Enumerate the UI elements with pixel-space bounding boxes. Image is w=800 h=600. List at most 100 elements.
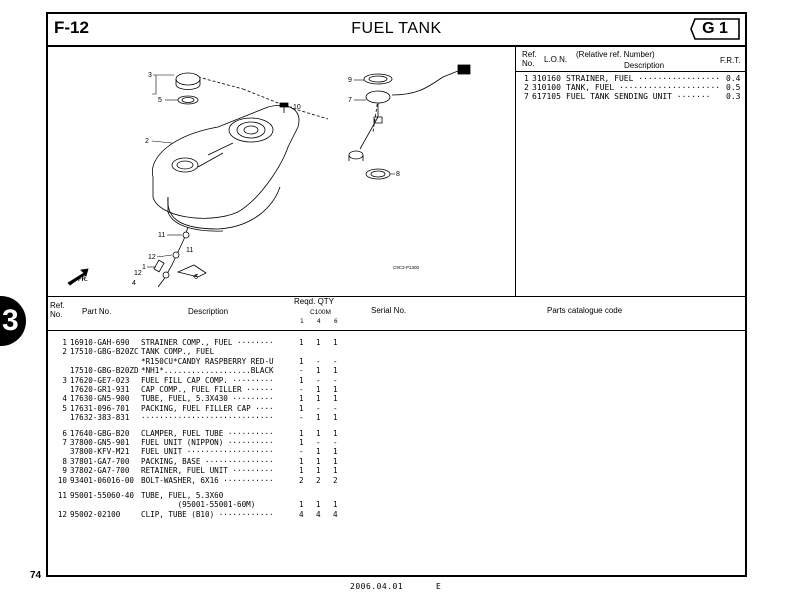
parts-row-ref: 12 [57,509,67,519]
parts-row-part-no: 37801-GA7-700 [70,456,130,466]
parts-row-qty-4: - [316,375,321,385]
parts-row-qty-1: 1 [299,403,304,413]
parts-row-part-no: 37800-KFV-M21 [70,447,130,457]
parts-row-part-no: 93401-06016-00 [70,475,135,485]
lon-col-header: L.O.N. [544,55,568,64]
parts-row-qty-1: 4 [299,509,304,519]
parts-row-qty-4: 1 [316,338,321,347]
parts-row-ref: 10 [57,475,67,485]
parts-row-qty-1: 1 [299,456,304,466]
parts-row-qty-4: 1 [316,447,321,457]
ref-panel-desc: FUEL TANK SENDING UNIT ······· [566,92,711,101]
badge-outline-icon [690,18,740,40]
parts-row-qty-1: 1 [299,438,304,447]
parts-row-desc: FUEL UNIT (NIPPON) ·········· [141,438,274,447]
parts-row-part-no: 95002-02100 [70,509,121,519]
parts-row-ref: 5 [62,403,67,413]
parts-row-qty-1: 1 [299,394,304,404]
exploded-diagram: 3 5 2 10 9 7 8 11 11 12 1 [48,47,516,296]
callout-2: 2 [145,138,149,145]
page-title: FUEL TANK [351,20,442,37]
callout-11: 11 [186,247,193,254]
parts-row-qty-6: - [333,356,338,366]
parts-row-desc: FUEL FILL CAP COMP. ········· [141,375,274,385]
parts-row-desc: TUBE, FUEL, 5.3X60 [141,491,224,500]
page-header: F-12 FUEL TANK G 1 [48,14,745,47]
ref-panel-frt: 0.5 [726,83,741,92]
parts-row-desc: TANK COMP., FUEL [141,347,215,357]
qty-sub-4: 4 [317,318,321,325]
ref-panel-desc: TANK, FUEL ····················· [566,83,721,92]
parts-row-qty-1: 1 [299,428,304,438]
footer-code: E [436,582,441,591]
callout-6: 6 [194,274,198,281]
parts-row-qty-4: - [316,438,321,447]
parts-row-desc: CLAMPER, FUEL TUBE ·········· [141,428,274,438]
parts-row-ref: 1 [62,338,67,347]
parts-row-qty-6: 2 [333,475,338,485]
ref-panel-divider [516,71,745,72]
parts-row-part-no: 17510-GBG-B20ZD [70,366,139,376]
catalogue-page-frame: F-12 FUEL TANK G 1 [46,12,747,577]
parts-row-qty-4: - [316,403,321,413]
parts-row-qty-1: 2 [299,475,304,485]
ref-panel-ref: 1 [524,74,529,83]
callout-12b: 12 [148,254,156,261]
parts-row-qty-4: 1 [316,366,321,376]
group-badge-label: G 1 [702,20,728,37]
parts-row-qty-6: 1 [333,428,338,438]
parts-row-qty-6: 1 [333,338,338,347]
parts-row-ref: 2 [62,347,67,357]
parts-row-part-no: 95001-55060-40 [70,491,135,500]
parts-row-qty-6: 1 [333,413,338,423]
parts-row-part-no: 37800-GN5-901 [70,438,130,447]
parts-row-ref: 3 [62,375,67,385]
parts-row-part-no: 17631-096-701 [70,403,130,413]
qty-sub-1: 1 [300,318,304,325]
parts-row-qty-1: 1 [299,500,304,510]
parts-row-qty-4: 1 [316,413,321,423]
parts-row-part-no: 17620-GR1-931 [70,385,130,394]
parts-ref-col-header: Ref. No. [50,301,65,319]
parts-row-desc: TUBE, FUEL, 5.3X430 ········· [141,394,274,404]
parts-row-ref: 8 [62,456,67,466]
callout-5: 5 [158,97,162,104]
parts-row: 17510-GBG-B20ZD*NH1*...................B… [48,366,348,376]
parts-row-desc: STRAINER COMP., FUEL ········ [141,338,274,347]
ref-panel-frt: 0.4 [726,74,741,83]
parts-row-qty-4: 1 [316,385,321,394]
parts-row-desc: BOLT-WASHER, 6X16 ··········· [141,475,274,485]
parts-list-divider [48,330,745,331]
page-number: 74 [30,570,42,581]
parts-row-ref: 6 [62,428,67,438]
parts-row-desc: ····························· [141,413,274,423]
parts-row-qty-1: - [299,447,304,457]
parts-row-qty-1: 1 [299,356,304,366]
parts-row-qty-6: 1 [333,447,338,457]
parts-row-part-no: 17640-GBG-B20 [70,428,130,438]
chapter-tab: 3 [0,296,26,346]
parts-list: Ref. No. Part No. Description Reqd. QTY … [48,296,745,575]
ref-panel-lon: 617105 [532,92,561,101]
callout-10: 10 [293,104,301,111]
parts-row-qty-6: 1 [333,466,338,476]
footer-date: 2006.04.01 [350,582,404,591]
parts-row-qty-6: 1 [333,394,338,404]
ref-panel-ref: 2 [524,83,529,92]
section-code: F-12 [54,18,89,37]
callout-1: 1 [142,264,146,271]
parts-row-qty-1: - [299,366,304,376]
parts-row-desc: CLIP, TUBE (B10) ············ [141,509,274,519]
callout-3: 3 [148,72,152,79]
catalogue-code-header: Parts catalogue code [547,306,623,315]
